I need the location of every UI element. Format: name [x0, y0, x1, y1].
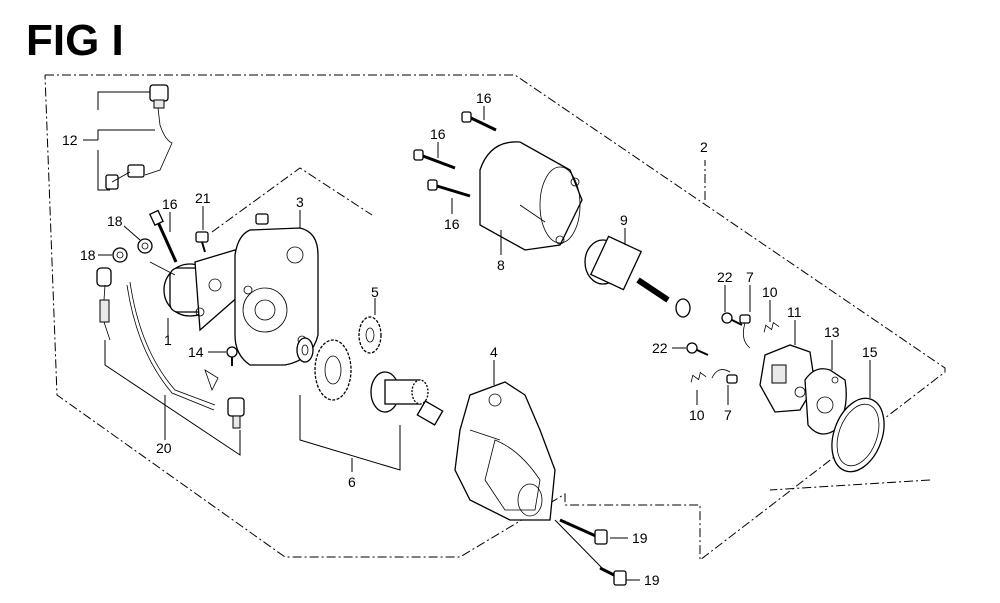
callout-11: 11 — [787, 304, 802, 320]
starter-motor-part-1 — [149, 249, 245, 332]
callout-16-left: 16 — [162, 196, 178, 212]
callout-2: 2 — [700, 139, 708, 155]
callout-22-lower: 22 — [652, 340, 668, 356]
bolt-19-axis — [554, 519, 603, 569]
callout-21: 21 — [195, 190, 211, 206]
bolt-part-21 — [195, 231, 209, 253]
end-plate-part-13 — [804, 368, 847, 435]
callout-10-upper: 10 — [762, 284, 778, 300]
callout-15: 15 — [862, 344, 878, 360]
group-6-bracket — [299, 395, 401, 471]
callout-7-lower: 7 — [724, 407, 732, 423]
spring-part-10-upper — [763, 321, 780, 333]
screw-part-22-lower — [686, 342, 709, 356]
callout-4: 4 — [490, 344, 498, 360]
callout-3: 3 — [296, 194, 304, 210]
nut-part-18-lower — [112, 247, 128, 263]
bolt-part-19-upper — [559, 518, 608, 545]
callout-18-upper: 18 — [107, 213, 123, 229]
bolt-part-16-left — [148, 209, 178, 263]
callout-1: 1 — [164, 332, 172, 348]
bolt-part-16-low — [427, 179, 471, 198]
group-3-bracket — [211, 167, 373, 233]
callout-8: 8 — [497, 257, 505, 273]
harness-part-20 — [96, 267, 245, 429]
callout-13: 13 — [824, 324, 840, 340]
figure-title: FIG I — [26, 16, 124, 65]
callout-5: 5 — [371, 284, 379, 300]
screw-part-14 — [226, 346, 238, 366]
callout-7-upper: 7 — [746, 269, 754, 285]
group-12-bracket — [97, 91, 150, 110]
callout-22-upper: 22 — [717, 269, 733, 285]
callout-20: 20 — [156, 440, 172, 456]
brush-part-7-upper — [739, 314, 751, 349]
callout-19-lower: 19 — [644, 572, 660, 588]
motor-housing-part-8 — [479, 141, 583, 251]
assembly-boundary — [44, 74, 946, 562]
gear-part-6 — [314, 339, 352, 401]
screw-part-22-upper — [721, 312, 743, 326]
callout-10-lower: 10 — [689, 407, 705, 423]
group-20-bracket — [104, 340, 241, 456]
group-12-bracket-mid — [97, 129, 155, 140]
switch-part-12 — [105, 84, 173, 190]
brush-holder-part-11 — [759, 344, 816, 413]
armature-part-9 — [584, 235, 691, 318]
spring-part-10-lower — [690, 371, 707, 383]
callout-14: 14 — [188, 344, 204, 360]
callout-18-lower: 18 — [80, 247, 96, 263]
callout-12: 12 — [62, 132, 78, 148]
callout-19-upper: 19 — [632, 530, 648, 546]
callout-9: 9 — [620, 212, 628, 228]
group-2-lower — [769, 479, 931, 491]
group-12-bracket-low — [97, 150, 110, 191]
gasket-part-15 — [831, 397, 885, 473]
brush-part-7-lower — [711, 369, 738, 384]
nut-part-18-upper — [137, 238, 153, 254]
cover-plate-part-3 — [234, 213, 319, 366]
leader-18-upper — [123, 225, 141, 241]
callout-16-low: 16 — [444, 216, 460, 232]
gear-housing-part-4 — [454, 381, 556, 521]
small-gear-part-5 — [358, 316, 382, 354]
callout-6: 6 — [348, 474, 356, 490]
callout-16-top: 16 — [476, 90, 492, 106]
washer-part-6 — [296, 337, 314, 363]
bolt-part-16-mid — [413, 149, 456, 170]
bolt-part-19-lower — [599, 566, 627, 586]
callout-16-mid: 16 — [430, 126, 446, 142]
bolt-part-16-top — [461, 111, 497, 132]
pinion-shaft-part-6 — [370, 371, 444, 426]
